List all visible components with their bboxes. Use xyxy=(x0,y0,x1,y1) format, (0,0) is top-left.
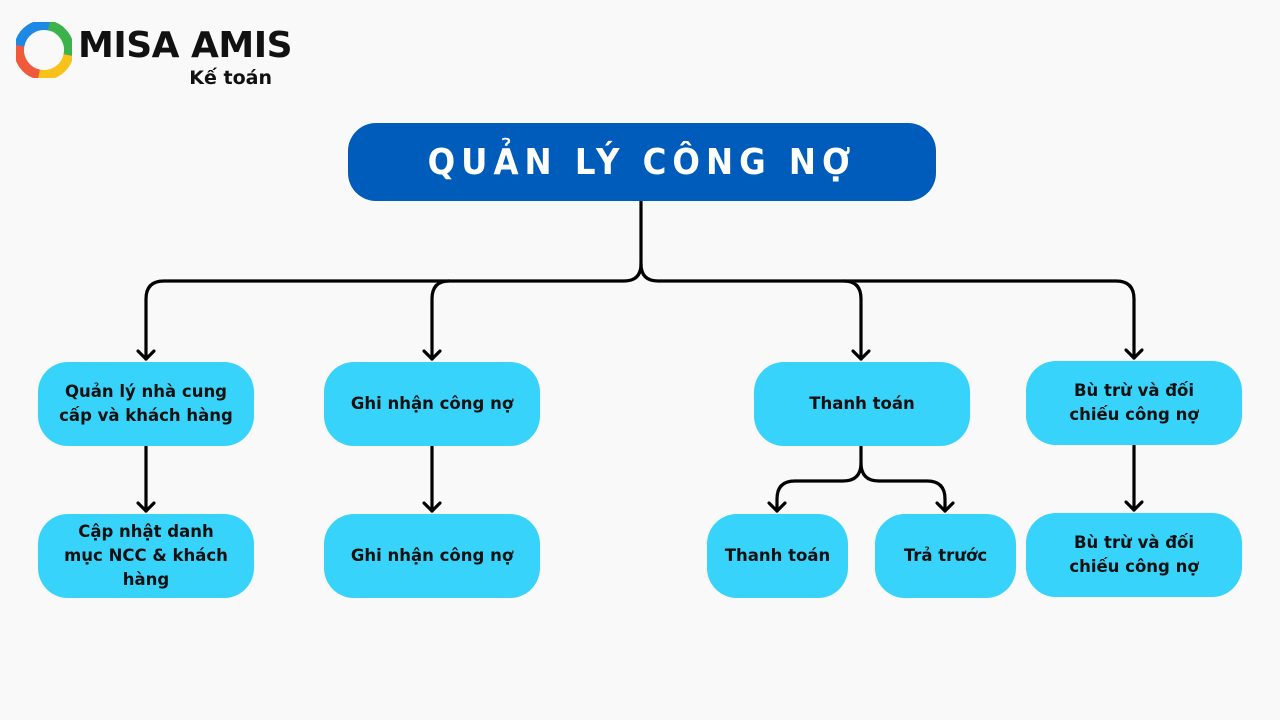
node-record-debt: Ghi nhận công nợ xyxy=(324,362,540,446)
node-supplier-customer-management: Quản lý nhà cung cấp và khách hàng xyxy=(38,362,254,446)
node-update-catalog: Cập nhật danh mục NCC & khách hàng xyxy=(38,514,254,598)
node-payment: Thanh toán xyxy=(754,362,970,446)
node-offset-reconcile-child: Bù trừ và đối chiếu công nợ xyxy=(1026,513,1242,597)
connector-to-prepayment xyxy=(859,461,955,513)
connector-to-record-debt xyxy=(422,279,451,361)
node-prepayment: Trả trước xyxy=(875,514,1016,598)
connector-payment-split xyxy=(767,444,863,513)
diagram-title: QUẢN LÝ CÔNG NỢ xyxy=(427,141,857,183)
node-payment-child: Thanh toán xyxy=(707,514,848,598)
connector-to-supplier-mgmt xyxy=(136,262,643,361)
node-record-debt-child: Ghi nhận công nợ xyxy=(324,514,540,598)
title-box: QUẢN LÝ CÔNG NỢ xyxy=(348,123,936,201)
logo-name: MISA AMIS xyxy=(78,25,293,66)
logo-subtitle: Kế toán xyxy=(189,67,272,89)
connector-to-payment xyxy=(639,262,871,361)
connector-to-offset xyxy=(842,279,1144,360)
node-offset-reconcile: Bù trừ và đối chiếu công nợ xyxy=(1026,361,1242,445)
misa-amis-logo: MISA AMIS Kế toán xyxy=(16,20,293,90)
misa-logo-icon xyxy=(16,22,72,78)
